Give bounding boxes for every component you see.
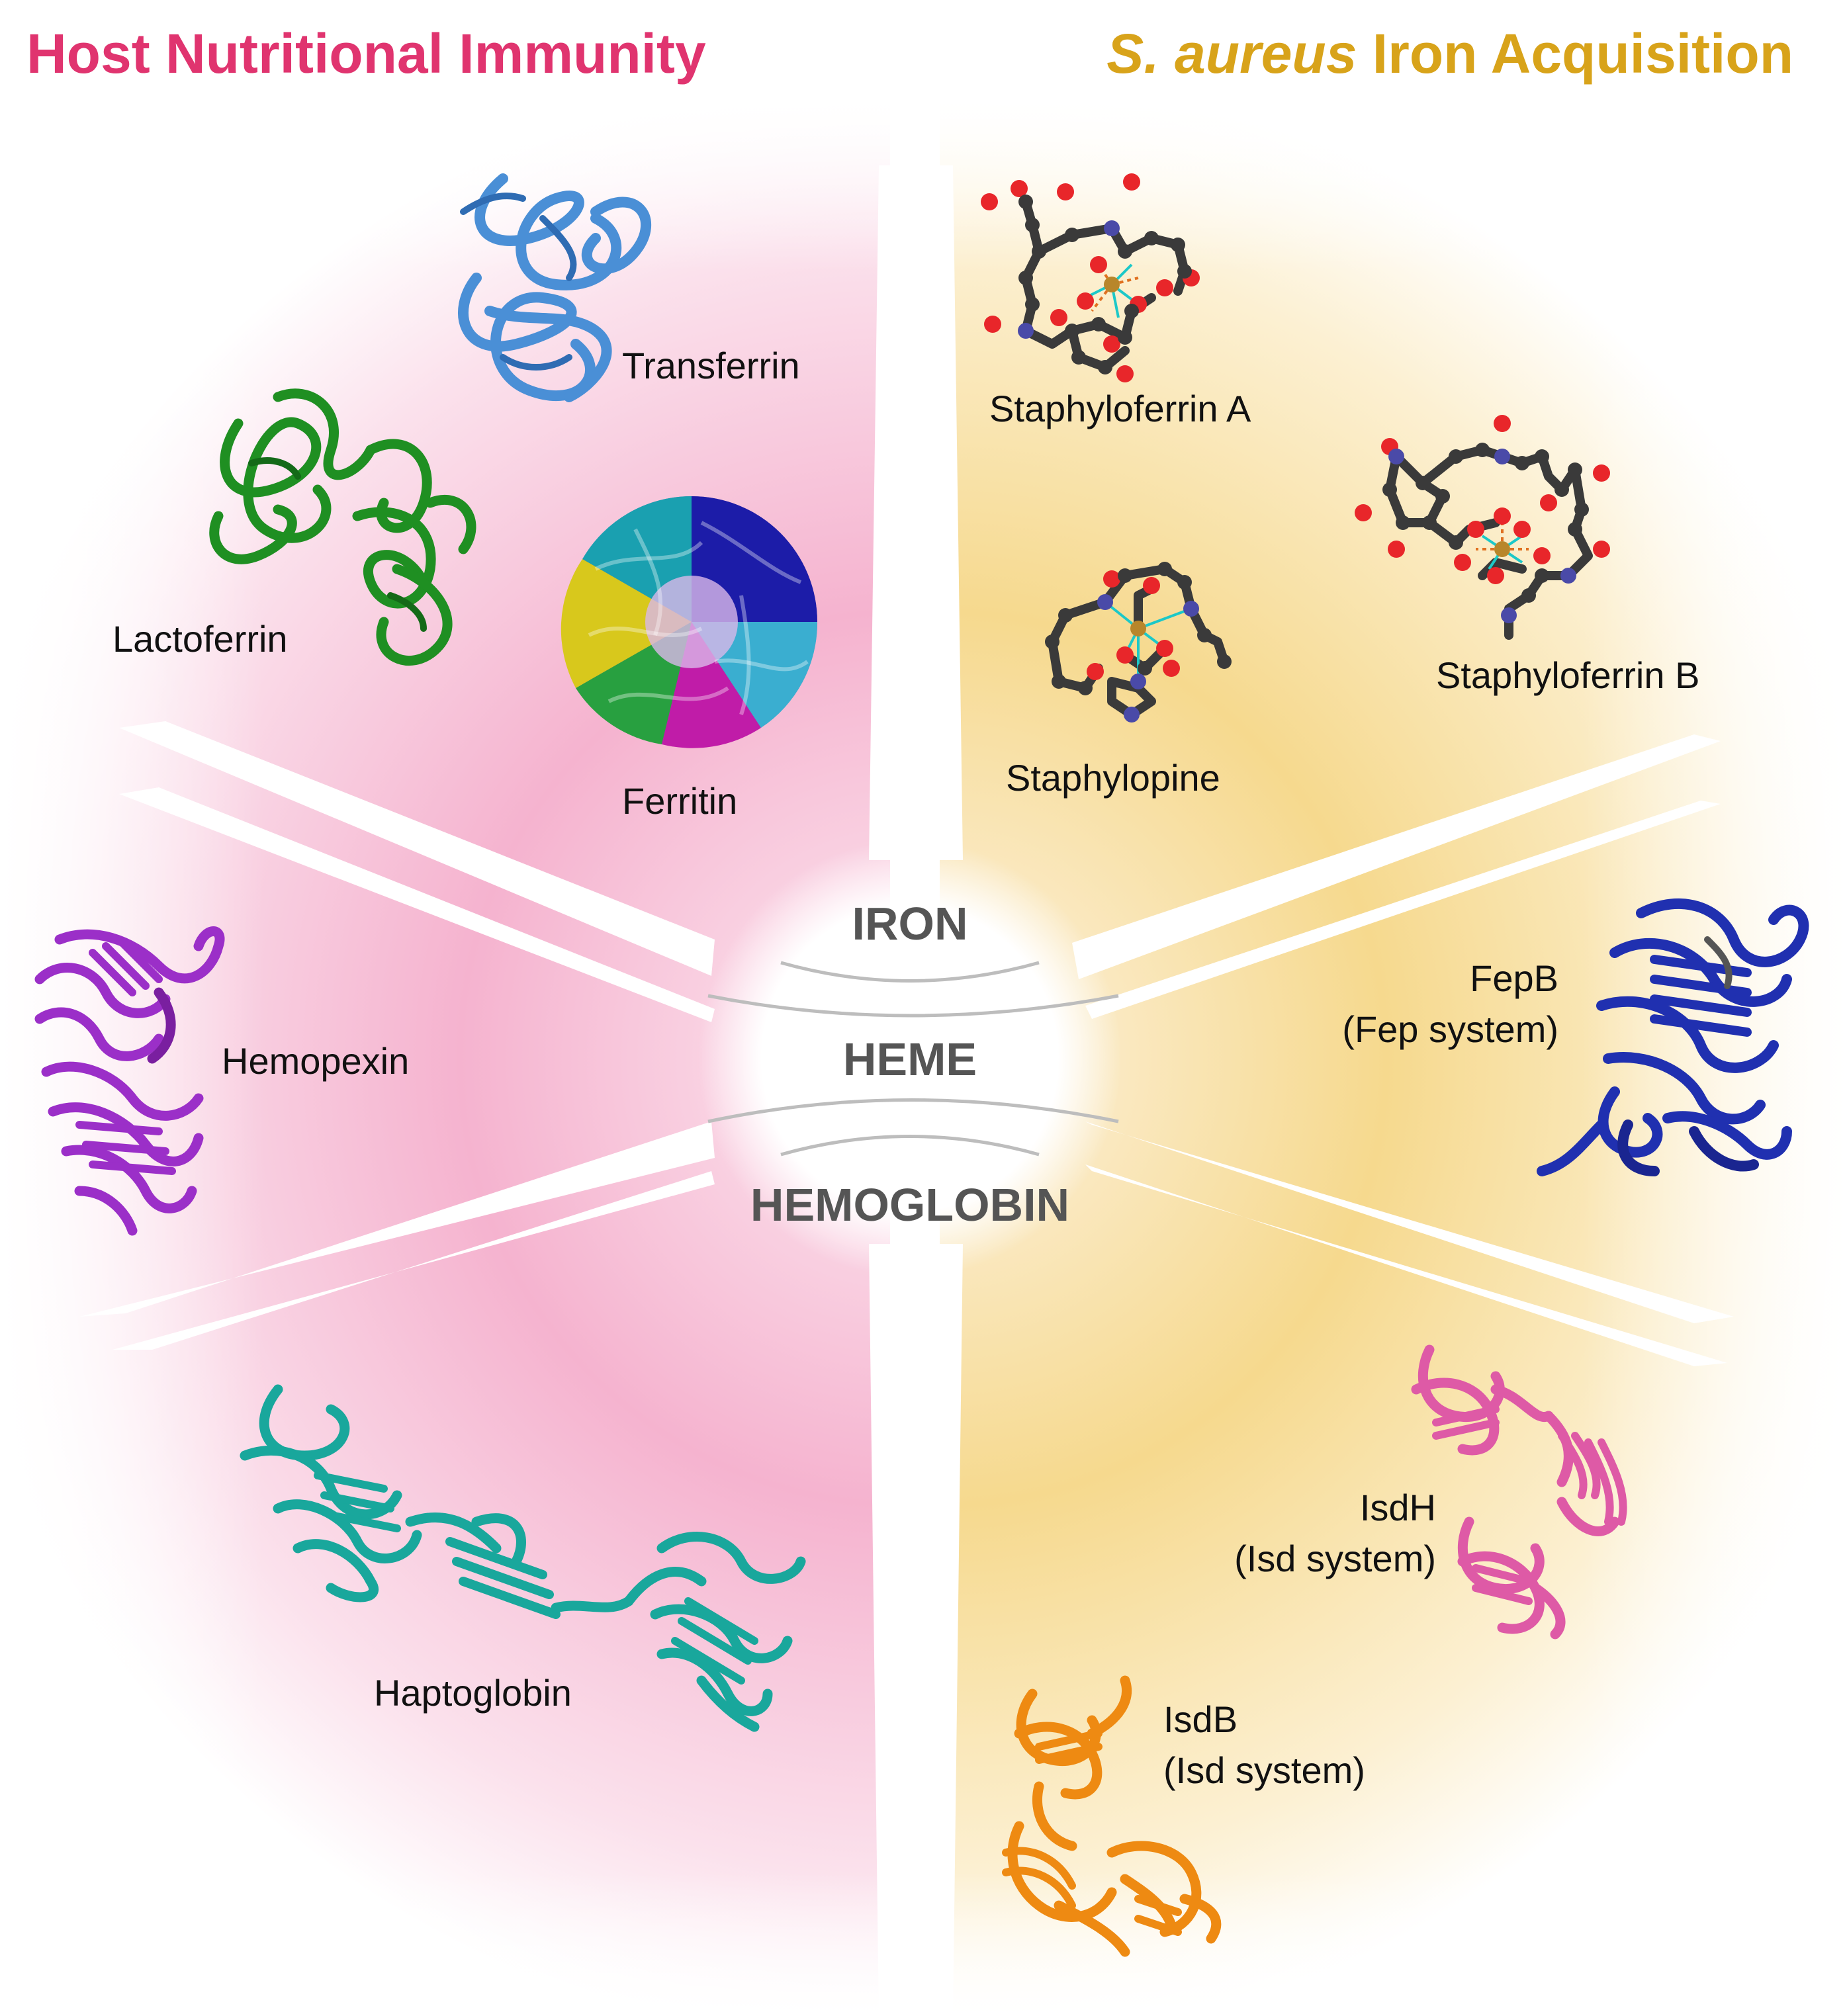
hemoglobin-label: HEMOGLOBIN bbox=[750, 1179, 1069, 1231]
haptoglobin-structure-icon bbox=[240, 1384, 806, 1732]
fepb-name-label: FepB bbox=[1470, 957, 1558, 999]
isdh-structure-icon bbox=[1411, 1344, 1627, 1640]
spoke-dividers bbox=[79, 721, 1734, 1366]
heme-label: HEME bbox=[843, 1033, 977, 1085]
staphylopine-molecule-icon bbox=[1045, 562, 1232, 723]
iron-label: IRON bbox=[852, 898, 968, 949]
staphyloferrin-b-molecule-icon bbox=[1355, 415, 1610, 640]
staphyloferrin-b-label: Staphyloferrin B bbox=[1436, 654, 1699, 696]
staphyloferrin-a-molecule-icon bbox=[981, 173, 1200, 382]
isdb-structure-icon bbox=[1002, 1675, 1222, 1957]
host-title: Host Nutritional Immunity bbox=[26, 22, 706, 85]
staphylopine-label: Staphylopine bbox=[1006, 757, 1220, 799]
lactoferrin-structure-icon bbox=[209, 388, 476, 666]
right-edge-fade bbox=[1516, 99, 1847, 2016]
transferrin-label: Transferrin bbox=[622, 345, 800, 386]
fepb-system-label: (Fep system) bbox=[1342, 1008, 1558, 1050]
hemopexin-structure-icon bbox=[34, 926, 225, 1236]
transferrin-structure-icon bbox=[458, 173, 652, 402]
hemopexin-label: Hemopexin bbox=[222, 1040, 409, 1082]
left-edge-fade bbox=[0, 99, 331, 2016]
top-divider bbox=[869, 165, 963, 860]
center-glow bbox=[698, 840, 1122, 1277]
haptoglobin-label: Haptoglobin bbox=[374, 1672, 572, 1714]
isdh-system-label: (Isd system) bbox=[1234, 1538, 1436, 1579]
isdb-system-label: (Isd system) bbox=[1163, 1749, 1365, 1791]
isdb-name-label: IsdB bbox=[1163, 1698, 1238, 1740]
isdh-name-label: IsdH bbox=[1360, 1487, 1436, 1528]
center-arcs bbox=[707, 961, 1119, 1157]
ferritin-structure-icon bbox=[561, 496, 818, 748]
bacteria-title: S. aureus Iron Acquisition bbox=[1106, 22, 1793, 85]
bottom-divider bbox=[869, 1244, 963, 2016]
bacteria-title-rest: Iron Acquisition bbox=[1357, 22, 1793, 85]
ferritin-label: Ferritin bbox=[622, 780, 737, 822]
lactoferrin-label: Lactoferrin bbox=[113, 618, 288, 660]
bacteria-title-species: S. aureus bbox=[1106, 22, 1357, 85]
staphyloferrin-a-label: Staphyloferrin A bbox=[989, 388, 1251, 429]
fepb-structure-icon bbox=[1537, 898, 1809, 1176]
